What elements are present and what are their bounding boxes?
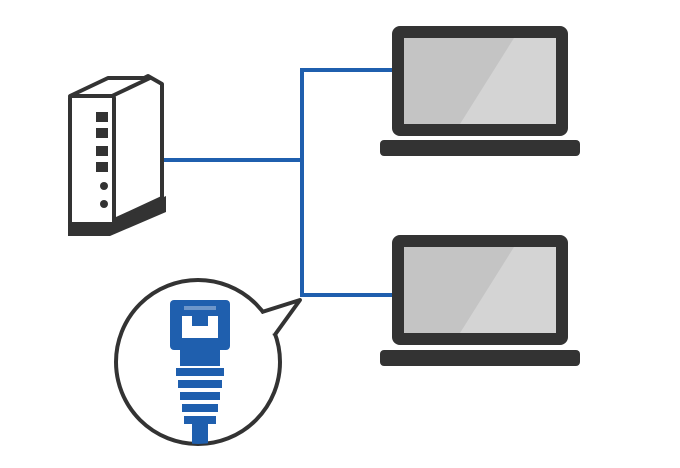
cable-wire	[192, 424, 208, 444]
ethernet-cable-icon	[170, 300, 230, 444]
laptop-icon	[380, 235, 580, 366]
callout-bubble	[114, 278, 302, 446]
router-icon	[68, 74, 166, 236]
router-led	[100, 182, 108, 190]
cable-boot-ridge	[180, 392, 220, 400]
cable-boot-ridge	[184, 416, 216, 424]
router-side-panel	[108, 74, 164, 224]
router-led	[100, 200, 108, 208]
network-lines	[164, 68, 400, 297]
laptop-screen-highlight	[460, 38, 556, 124]
laptop-keyboard-base	[380, 350, 580, 366]
cable-boot-ridge	[178, 380, 222, 388]
cable-boot-ridge	[182, 404, 218, 412]
cable-boot-ridge	[176, 368, 224, 376]
router-port	[96, 162, 108, 172]
router-port	[96, 128, 108, 138]
laptop-icon	[380, 26, 580, 156]
laptop-keyboard-base	[380, 140, 580, 156]
laptop-screen-highlight	[460, 247, 556, 333]
router-port	[96, 146, 108, 156]
router-top	[68, 76, 152, 98]
router-port	[96, 112, 108, 122]
